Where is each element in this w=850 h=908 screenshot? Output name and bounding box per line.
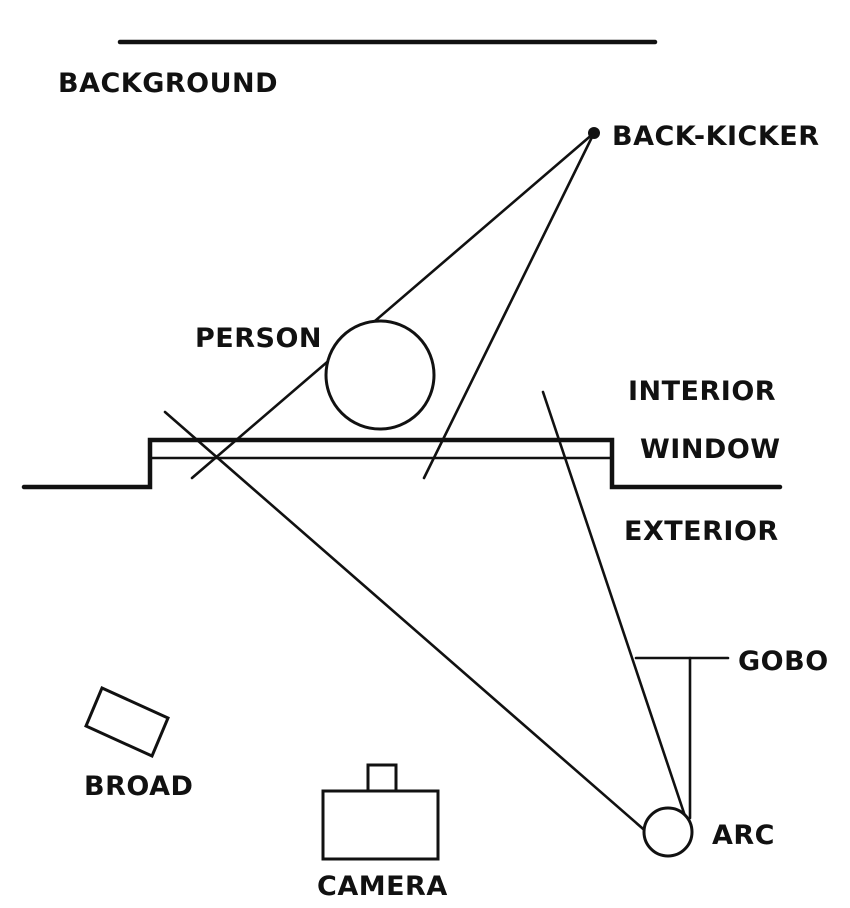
- camera-body: [321, 789, 440, 861]
- back-kicker-beam-right: [422, 131, 596, 480]
- gobo-label: GOBO: [738, 646, 829, 677]
- window-label: WINDOW: [640, 434, 781, 465]
- camera-viewfinder: [366, 763, 398, 793]
- arc-beam-left: [163, 410, 667, 850]
- back-kicker-label: BACK-KICKER: [612, 121, 820, 152]
- person-circle: [324, 319, 436, 431]
- arc-beam-right: [541, 390, 690, 827]
- person-label: PERSON: [195, 323, 322, 354]
- arc-light: [642, 806, 694, 858]
- background-label: BACKGROUND: [58, 68, 278, 99]
- exterior-label: EXTERIOR: [624, 516, 779, 547]
- broad-label: BROAD: [84, 771, 193, 802]
- wall-outline: [21, 437, 783, 490]
- back-kicker-beam-left: [190, 131, 596, 480]
- camera-label: CAMERA: [317, 871, 448, 902]
- arc-label: ARC: [712, 820, 775, 851]
- broad-light: [84, 685, 170, 759]
- interior-label: INTERIOR: [628, 376, 776, 407]
